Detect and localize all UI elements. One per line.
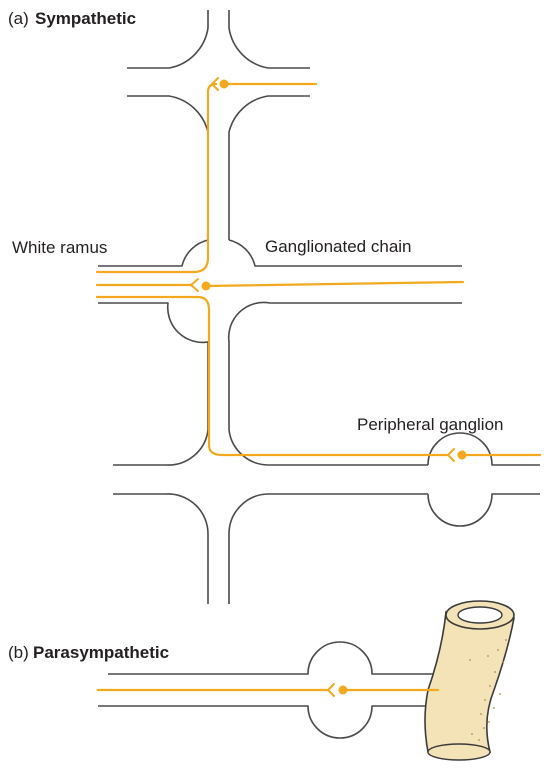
chain-ganglion-outline-bottom <box>229 302 462 430</box>
white-ramus-label: White ramus <box>12 238 107 257</box>
organ-body <box>425 612 514 752</box>
chain-outline-top-left <box>127 10 208 68</box>
panel-b-title: Parasympathetic <box>33 643 169 662</box>
organ-lumen <box>458 607 502 623</box>
synapse-parasympathetic-ganglion <box>328 684 334 696</box>
peripheral-ganglion-outline-bottom <box>428 494 540 526</box>
panel-a-title: Sympathetic <box>35 9 136 28</box>
panel-b-letter: (b) <box>8 643 29 662</box>
lower-ganglion-outline-bottom-right <box>229 494 428 604</box>
white-ramus-outline-bottom <box>98 303 208 430</box>
white-ramus-outline-top <box>98 240 208 266</box>
target-organ <box>425 601 514 760</box>
panel-a-letter: (a) <box>8 9 29 28</box>
synapse-peripheral-ganglion <box>448 449 454 461</box>
peripheral-ganglion-outline-top <box>428 433 540 465</box>
chain-outline-upper-left <box>127 96 208 240</box>
organ-bottom <box>428 744 490 760</box>
lower-ganglion-outline-top-left <box>113 430 208 465</box>
parasympathetic-outline-bottom <box>98 706 436 738</box>
peripheral-ganglion-label: Peripheral ganglion <box>357 415 504 434</box>
parasympathetic-fibers <box>98 684 438 696</box>
ganglionated-chain-label: Ganglionated chain <box>265 237 412 256</box>
lower-ganglion-outline-bottom-left <box>113 494 208 604</box>
chain-outline-upper-right <box>229 96 310 240</box>
chain-outline-top-right <box>229 10 310 68</box>
sympathetic-chain-outline <box>98 10 540 604</box>
postganglionic-fiber-chain <box>206 282 463 286</box>
synapse-chain-ganglion <box>191 279 198 291</box>
lower-ganglion-outline-top-right <box>229 430 428 465</box>
cell-body-top-ganglion <box>220 80 229 89</box>
sympathetic-fibers <box>97 78 540 461</box>
